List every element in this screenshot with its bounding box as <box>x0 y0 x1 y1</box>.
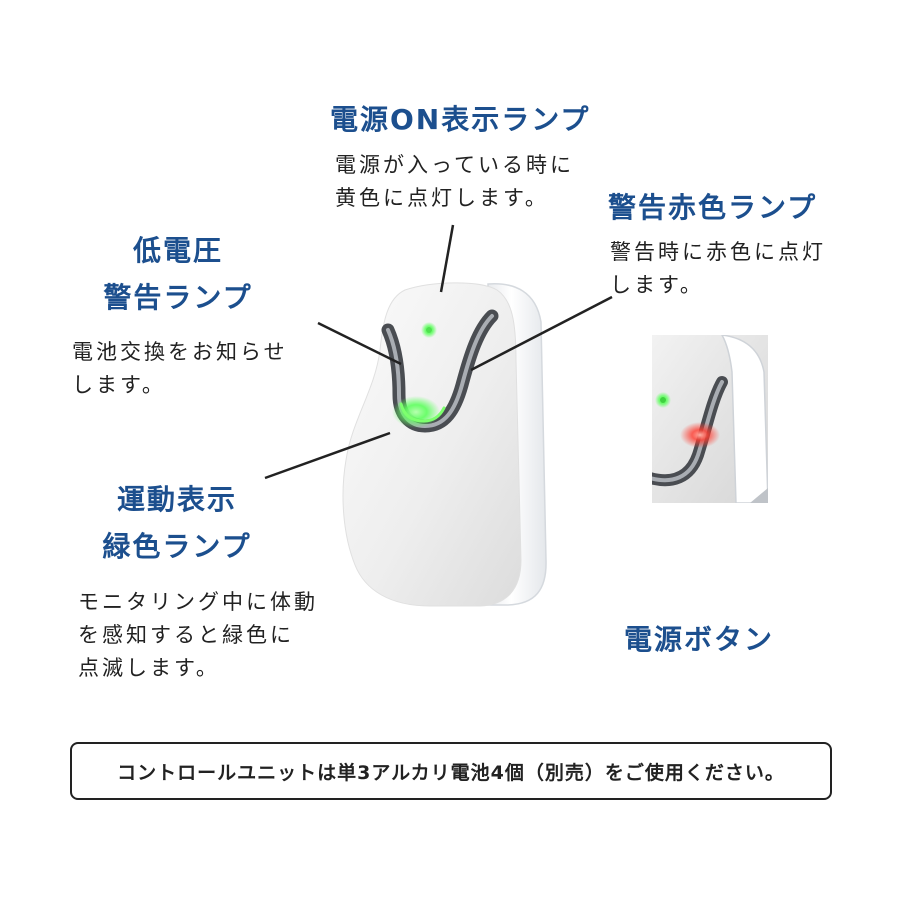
power-on-desc-line-2: 黄色に点灯します。 <box>335 186 549 210</box>
low-voltage-title-line-1: 低電圧 <box>132 234 223 267</box>
device-front-face <box>342 282 522 607</box>
inset-side-panel <box>721 335 768 503</box>
low-voltage-lamp-description: 電池交換をお知らせ します。 <box>72 336 288 402</box>
leader-line-power-on <box>439 224 455 293</box>
warning-red-desc-line-1: 警告時に赤色に点灯 <box>610 240 826 264</box>
motion-title-line-1: 運動表示 <box>116 483 237 516</box>
inset-green-led <box>660 397 666 403</box>
motion-lamp-title: 運動表示 緑色ランプ <box>67 476 287 570</box>
low-voltage-title-line-2: 警告ランプ <box>103 281 253 314</box>
power-button-title: 電源ボタン <box>624 623 775 656</box>
inset-closeup <box>652 335 768 503</box>
motion-desc-line-3: 点滅します。 <box>78 656 220 680</box>
warning-red-lamp-title: 警告赤色ランプ <box>608 191 818 224</box>
motion-desc-line-2: を感知すると緑色に <box>78 623 294 647</box>
battery-note-box: コントロールユニットは単3アルカリ電池4個（別売）をご使用ください。 <box>70 742 832 800</box>
power-on-desc-line-1: 電源が入っている時に <box>335 153 574 177</box>
leader-line-motion <box>264 431 391 480</box>
power-on-lamp-description: 電源が入っている時に 黄色に点灯します。 <box>335 149 574 215</box>
motion-desc-line-1: モニタリング中に体動 <box>78 590 318 614</box>
motion-lamp-description: モニタリング中に体動 を感知すると緑色に 点滅します。 <box>78 586 318 685</box>
inset-corner-shadow <box>750 488 768 503</box>
motion-title-line-2: 緑色ランプ <box>102 530 252 563</box>
leader-line-low-voltage <box>317 321 402 366</box>
inset-red-led-glow <box>680 422 720 448</box>
motion-led-strip <box>399 402 446 423</box>
battery-note-text: コントロールユニットは単3アルカリ電池4個（別売）をご使用ください。 <box>117 761 785 784</box>
low-voltage-lamp-title: 低電圧 警告ランプ <box>68 227 288 321</box>
power-on-led <box>426 327 432 333</box>
leader-line-warning-red <box>470 295 613 372</box>
power-on-lamp-title: 電源ON表示ランプ <box>330 103 591 136</box>
low-voltage-desc-line-2: します。 <box>72 373 166 397</box>
low-voltage-desc-line-1: 電池交換をお知らせ <box>72 340 288 364</box>
motion-led-glow <box>392 396 440 428</box>
warning-red-desc-line-2: します。 <box>610 273 704 297</box>
warning-red-lamp-description: 警告時に赤色に点灯 します。 <box>610 236 826 302</box>
inset-channel-highlight <box>652 380 724 483</box>
